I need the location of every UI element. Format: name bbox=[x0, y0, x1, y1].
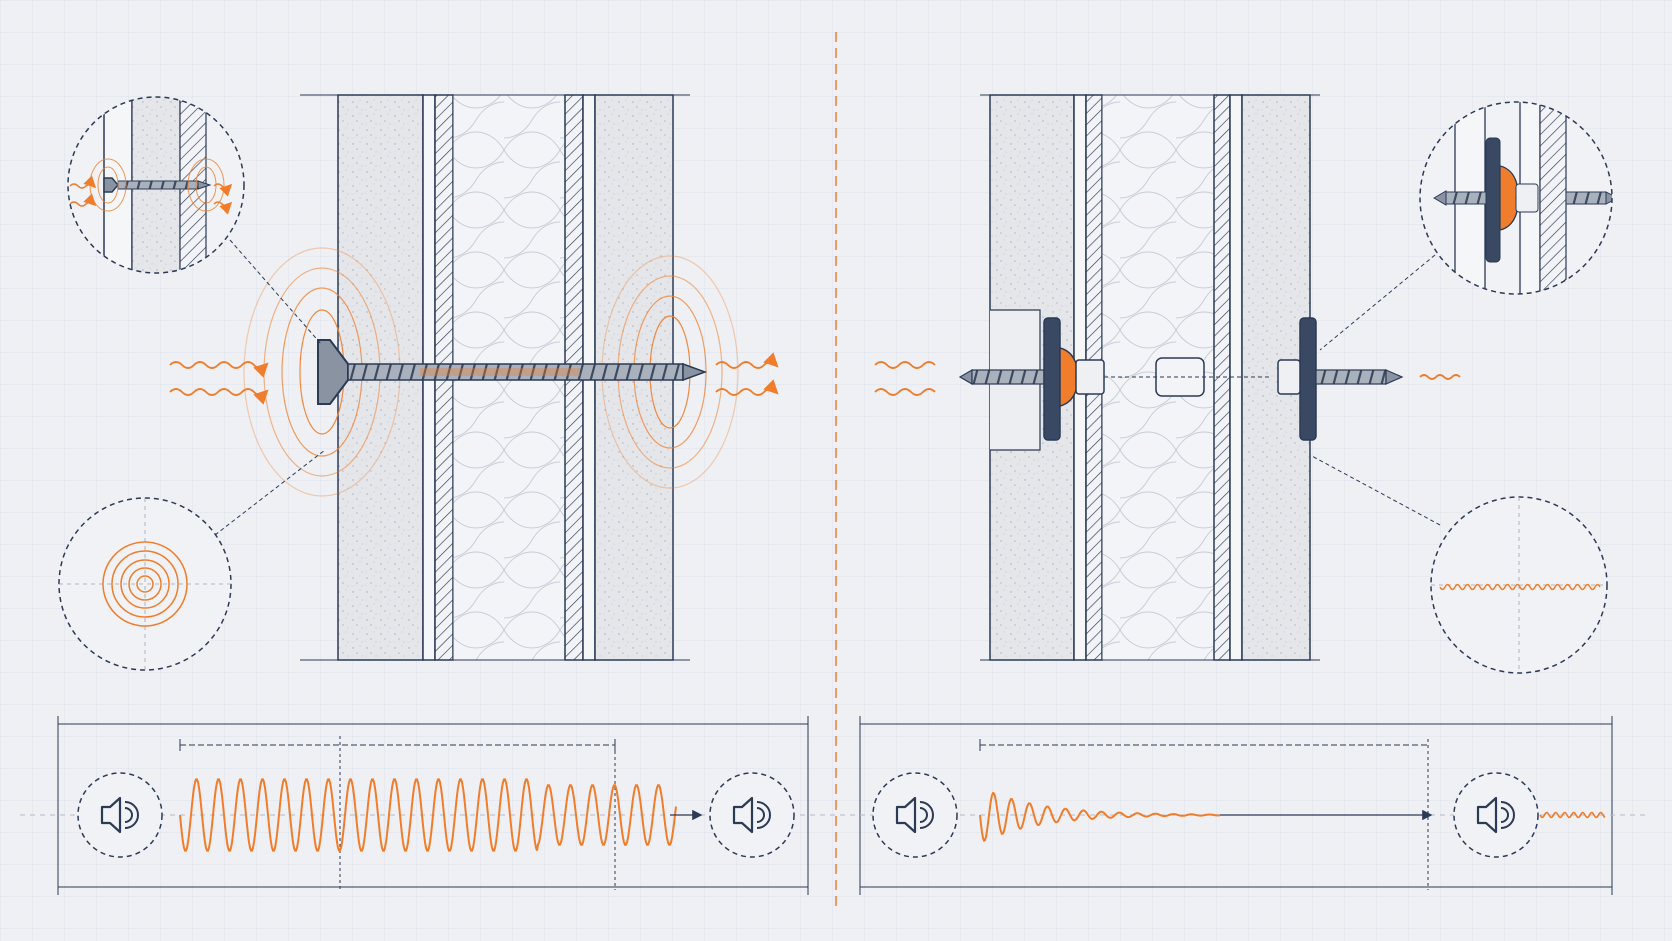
residual-wave bbox=[1539, 811, 1606, 819]
decoupled-screw-with-isolator bbox=[958, 317, 1404, 441]
sound-waves-right bbox=[874, 361, 1461, 396]
vibration-rings-detail bbox=[58, 449, 326, 671]
dimension-lines bbox=[20, 716, 1650, 895]
flat-wave-detail bbox=[1309, 454, 1608, 674]
isolator-detail bbox=[1319, 101, 1613, 351]
speaker-icon bbox=[709, 772, 795, 858]
high-amplitude-wave bbox=[179, 778, 677, 852]
speaker-icon bbox=[77, 772, 163, 858]
rigid-screw bbox=[317, 339, 708, 405]
speaker-icon bbox=[1453, 772, 1539, 858]
sound-in-arrows-left bbox=[169, 352, 779, 405]
decaying-wave bbox=[979, 791, 1220, 843]
screw-vibration-detail bbox=[67, 96, 323, 346]
speaker-icon bbox=[872, 772, 958, 858]
speaker-icons bbox=[77, 772, 1539, 858]
